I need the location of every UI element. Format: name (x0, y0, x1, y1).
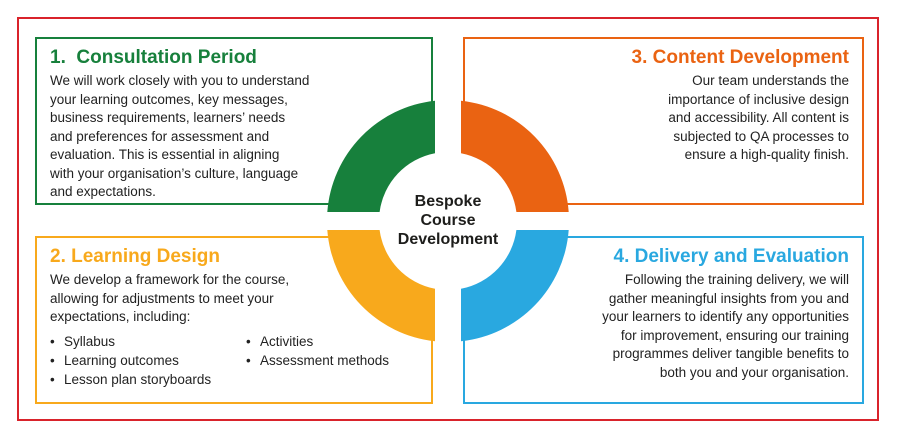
quadrant-1-body: We will work closely with you to underst… (50, 73, 310, 199)
bullet-icon: • (50, 371, 55, 387)
bullet-column-2: • Activities • Assessment methods (246, 332, 389, 389)
bullet-label: Learning outcomes (64, 352, 179, 368)
outer-red-frame (17, 17, 879, 421)
quadrant-3-body: Our team understands the importance of i… (668, 73, 849, 162)
bullet-item: • Learning outcomes (50, 351, 246, 370)
learning-design-bullet-columns: • Syllabus • Learning outcomes • Lesson … (50, 332, 418, 389)
bullet-label: Activities (260, 333, 314, 349)
bullet-label: Assessment methods (260, 352, 390, 368)
quadrant-4-body: Following the training delivery, we will… (602, 272, 849, 380)
bullet-item: • Lesson plan storyboards (50, 370, 246, 389)
quadrant-2-title: 2. Learning Design (50, 246, 220, 267)
quadrant-content-development: 3. Content Development Our team understa… (463, 37, 864, 205)
quadrant-4-title: 4. Delivery and Evaluation (613, 246, 849, 267)
quadrant-learning-design: 2. Learning Design We develop a framewor… (35, 236, 433, 404)
bullet-item: • Assessment methods (246, 351, 389, 370)
bullet-label: Syllabus (64, 333, 116, 349)
quadrant-3-title: 3. Content Development (631, 47, 849, 68)
bullet-icon: • (246, 352, 251, 368)
bullet-column-1: • Syllabus • Learning outcomes • Lesson … (50, 332, 246, 389)
quadrant-1-title: 1. Consultation Period (50, 47, 257, 68)
quadrant-2-body: We develop a framework for the course, a… (50, 272, 290, 324)
bullet-icon: • (50, 352, 55, 368)
bullet-item: • Syllabus (50, 332, 246, 351)
bullet-label: Lesson plan storyboards (64, 371, 212, 387)
quadrant-consultation-period: 1. Consultation Period We will work clos… (35, 37, 433, 205)
quadrant-delivery-evaluation: 4. Delivery and Evaluation Following the… (463, 236, 864, 404)
center-label: Bespoke Course Development (397, 193, 499, 248)
bullet-icon: • (246, 333, 251, 349)
bullet-icon: • (50, 333, 55, 349)
bullet-item: • Activities (246, 332, 389, 351)
